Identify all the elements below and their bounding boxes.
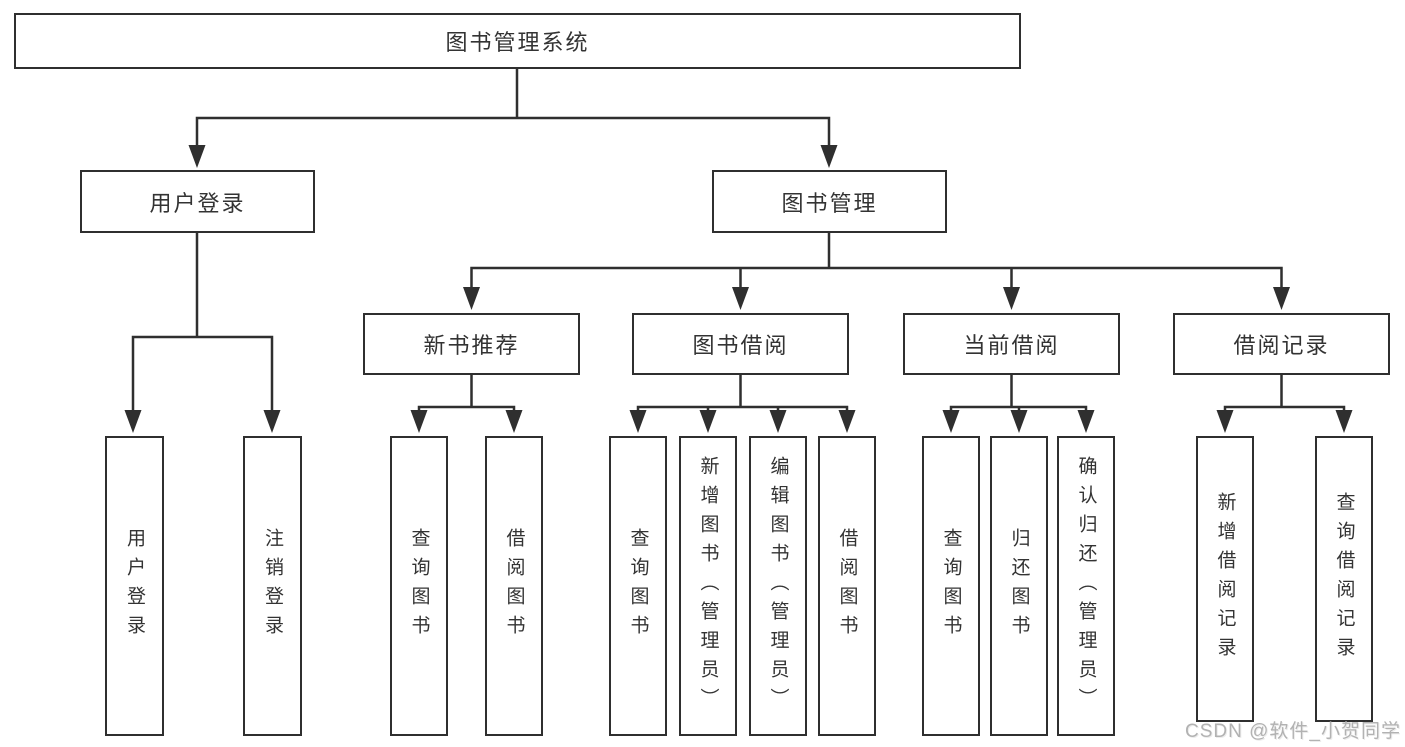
node-leaf-bb-query-books-label: 查询图书 bbox=[627, 528, 649, 644]
node-user-login: 用户登录 bbox=[80, 170, 315, 233]
node-leaf-bb-edit-books-admin-label: 编辑图书（管理员） bbox=[767, 455, 789, 717]
node-leaf-logout-label: 注销登录 bbox=[262, 528, 283, 644]
node-leaf-bb-add-books-admin-label: 新增图书（管理员） bbox=[697, 455, 719, 717]
node-leaf-bb-borrow-books-label: 借阅图书 bbox=[836, 528, 858, 644]
watermark: CSDN @软件_小贺同学 bbox=[1185, 721, 1401, 742]
node-leaf-nb-borrow-books-label: 借阅图书 bbox=[503, 528, 525, 644]
node-leaf-bb-add-books-admin: 新增图书（管理员） bbox=[679, 436, 737, 736]
node-borrow-records: 借阅记录 bbox=[1173, 313, 1390, 375]
node-current-borrow: 当前借阅 bbox=[903, 313, 1120, 375]
node-new-book-recommend: 新书推荐 bbox=[363, 313, 580, 375]
node-leaf-br-query-record: 查询借阅记录 bbox=[1315, 436, 1373, 722]
node-leaf-br-query-record-label: 查询借阅记录 bbox=[1333, 492, 1355, 666]
node-leaf-cb-confirm-return-admin: 确认归还（管理员） bbox=[1057, 436, 1115, 736]
node-leaf-user-login: 用户登录 bbox=[105, 436, 164, 736]
node-book-borrow: 图书借阅 bbox=[632, 313, 849, 375]
node-leaf-user-login-label: 用户登录 bbox=[124, 528, 145, 644]
node-system-root: 图书管理系统 bbox=[14, 13, 1021, 69]
node-leaf-br-add-record: 新增借阅记录 bbox=[1196, 436, 1254, 722]
node-leaf-bb-query-books: 查询图书 bbox=[609, 436, 667, 736]
node-leaf-cb-return-books: 归还图书 bbox=[990, 436, 1048, 736]
node-book-management: 图书管理 bbox=[712, 170, 947, 233]
node-leaf-bb-edit-books-admin: 编辑图书（管理员） bbox=[749, 436, 807, 736]
node-leaf-logout: 注销登录 bbox=[243, 436, 302, 736]
node-leaf-bb-borrow-books: 借阅图书 bbox=[818, 436, 876, 736]
node-leaf-nb-borrow-books: 借阅图书 bbox=[485, 436, 543, 736]
node-leaf-cb-confirm-return-admin-label: 确认归还（管理员） bbox=[1075, 455, 1097, 717]
node-leaf-cb-query-books: 查询图书 bbox=[922, 436, 980, 736]
node-leaf-cb-return-books-label: 归还图书 bbox=[1008, 528, 1030, 644]
node-leaf-nb-query-books-label: 查询图书 bbox=[408, 528, 430, 644]
node-leaf-br-add-record-label: 新增借阅记录 bbox=[1214, 492, 1236, 666]
node-leaf-nb-query-books: 查询图书 bbox=[390, 436, 448, 736]
node-leaf-cb-query-books-label: 查询图书 bbox=[940, 528, 962, 644]
